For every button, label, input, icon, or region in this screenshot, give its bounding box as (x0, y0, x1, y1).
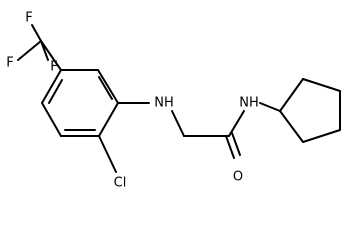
atom-f3: F (50, 60, 57, 75)
ring-double-bond-c (48, 79, 63, 104)
bond-c-f1 (31, 24, 42, 42)
chemical-structure: F F F Cl NH O NH (6, 11, 341, 190)
bond-nh-ch2 (171, 110, 185, 137)
ring-bond-5 (41, 102, 62, 137)
bond-nh-cyclopentyl (259, 102, 281, 112)
bond-c-ring (40, 40, 62, 71)
atom-f2: F (6, 56, 13, 71)
cyclopentyl-bond-5 (279, 110, 304, 143)
cyclopentyl-bond-4 (302, 129, 341, 143)
benzene-ring (41, 69, 119, 137)
ring-bond-6 (41, 69, 62, 104)
carbonyl-double-bond-2 (231, 132, 241, 156)
cyclopentyl-bond-2 (302, 78, 341, 92)
amine-linker: NH (117, 96, 230, 137)
chloro-group: Cl (98, 135, 127, 190)
bond-c-f2 (17, 40, 42, 61)
amide-group: O NH (225, 96, 281, 185)
cyclopentane-ring (279, 78, 341, 143)
ring-bond-3 (98, 102, 119, 137)
ring-bond-2 (97, 69, 119, 104)
atom-cl: Cl (114, 176, 127, 190)
atom-nh-amine: NH (154, 96, 174, 111)
atom-f1: F (25, 11, 32, 26)
bond-carbonyl-nh (228, 110, 245, 137)
atom-nh-amide: NH (239, 96, 259, 111)
ring-double-bond-a (98, 76, 113, 100)
bond-ring-cl (98, 135, 117, 173)
atom-o: O (233, 170, 243, 185)
cyclopentyl-bond-1 (279, 78, 304, 112)
carbonyl-double-bond-1 (225, 135, 235, 159)
trifluoromethyl-group: F F F (6, 11, 62, 75)
